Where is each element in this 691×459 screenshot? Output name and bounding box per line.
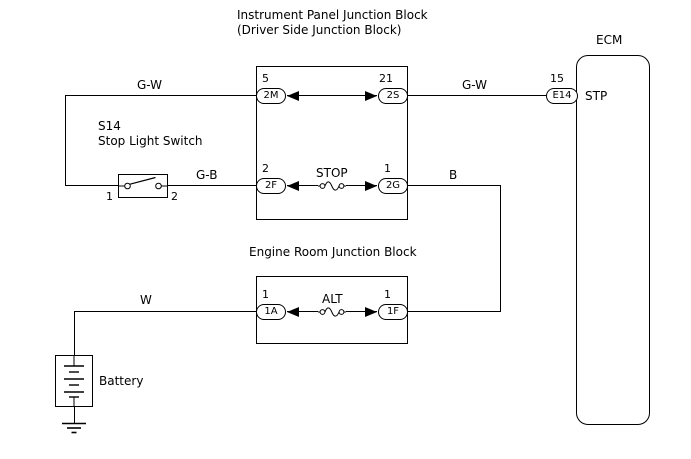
connector-e14: E14 bbox=[546, 88, 578, 104]
wire-b-horizontal-bottom bbox=[408, 311, 501, 312]
wire-w bbox=[74, 311, 256, 312]
pin-number-2g: 1 bbox=[384, 162, 391, 175]
pin-number-2s: 21 bbox=[379, 72, 393, 85]
switch-id-label: S14 bbox=[98, 119, 121, 133]
switch-name-label: Stop Light Switch bbox=[98, 134, 203, 148]
wire-label-w: W bbox=[140, 293, 152, 307]
connector-1f: 1F bbox=[378, 304, 408, 320]
flow-arrow-icon bbox=[365, 91, 377, 101]
battery-label: Battery bbox=[99, 374, 144, 388]
connector-2m: 2M bbox=[256, 88, 286, 104]
flow-arrow-icon bbox=[287, 91, 299, 101]
fuse-alt-label: ALT bbox=[322, 292, 343, 306]
wire-label-gb: G-B bbox=[196, 168, 218, 182]
ipjb-internal-link-right bbox=[346, 185, 377, 186]
wire-gw-left bbox=[65, 95, 256, 96]
fuse-stop-icon bbox=[318, 181, 346, 191]
connector-2g: 2G bbox=[378, 178, 408, 194]
erjb-internal-link-left bbox=[287, 311, 318, 312]
battery-cells-icon bbox=[64, 356, 84, 406]
battery-box bbox=[55, 355, 93, 407]
pin-number-2m: 5 bbox=[262, 72, 269, 85]
erjb-internal-link-right bbox=[346, 311, 377, 312]
wire-gb bbox=[168, 185, 256, 186]
wire-b-horizontal-top bbox=[408, 185, 501, 186]
switch-pin-right-label: 2 bbox=[171, 190, 178, 203]
wire-b-vertical bbox=[500, 185, 501, 312]
wire-gw-right bbox=[408, 95, 546, 96]
flow-arrow-icon bbox=[287, 181, 299, 191]
fuse-stop-label: STOP bbox=[316, 166, 348, 180]
pin-number-1a: 1 bbox=[262, 288, 269, 301]
wire-to-switch bbox=[65, 185, 118, 186]
pin-number-2f: 2 bbox=[262, 162, 269, 175]
wire-left-vertical bbox=[65, 95, 66, 186]
wire-w-vertical bbox=[74, 311, 75, 356]
wire-battery-ground bbox=[74, 406, 75, 423]
flow-arrow-icon bbox=[287, 307, 299, 317]
pin-number-1f: 1 bbox=[384, 288, 391, 301]
wire-label-gw-left: G-W bbox=[137, 78, 163, 92]
ipjb-title-line2: (Driver Side Junction Block) bbox=[237, 23, 402, 37]
switch-contact-icon bbox=[118, 176, 168, 190]
ground-icon bbox=[62, 422, 86, 434]
wire-label-gw-right: G-W bbox=[462, 78, 488, 92]
connector-2s: 2S bbox=[378, 88, 408, 104]
fuse-alt-icon bbox=[318, 307, 346, 317]
ipjb-internal-link-left bbox=[287, 185, 318, 186]
flow-arrow-icon bbox=[365, 307, 377, 317]
flow-arrow-icon bbox=[365, 181, 377, 191]
switch-pin-left-label: 1 bbox=[106, 190, 113, 203]
ipjb-title-line1: Instrument Panel Junction Block bbox=[237, 8, 428, 22]
connector-2f: 2F bbox=[256, 178, 286, 194]
wire-label-b: B bbox=[449, 168, 458, 182]
connector-1a: 1A bbox=[256, 304, 286, 320]
erjb-title: Engine Room Junction Block bbox=[249, 245, 417, 259]
pin-number-e14: 15 bbox=[550, 72, 564, 85]
ecm-terminal-stp-label: STP bbox=[585, 89, 608, 103]
ipjb-internal-link-top bbox=[287, 95, 377, 96]
ecm-title: ECM bbox=[596, 33, 623, 47]
ecm-box bbox=[576, 55, 650, 425]
instrument-panel-junction-block-box bbox=[256, 66, 408, 220]
